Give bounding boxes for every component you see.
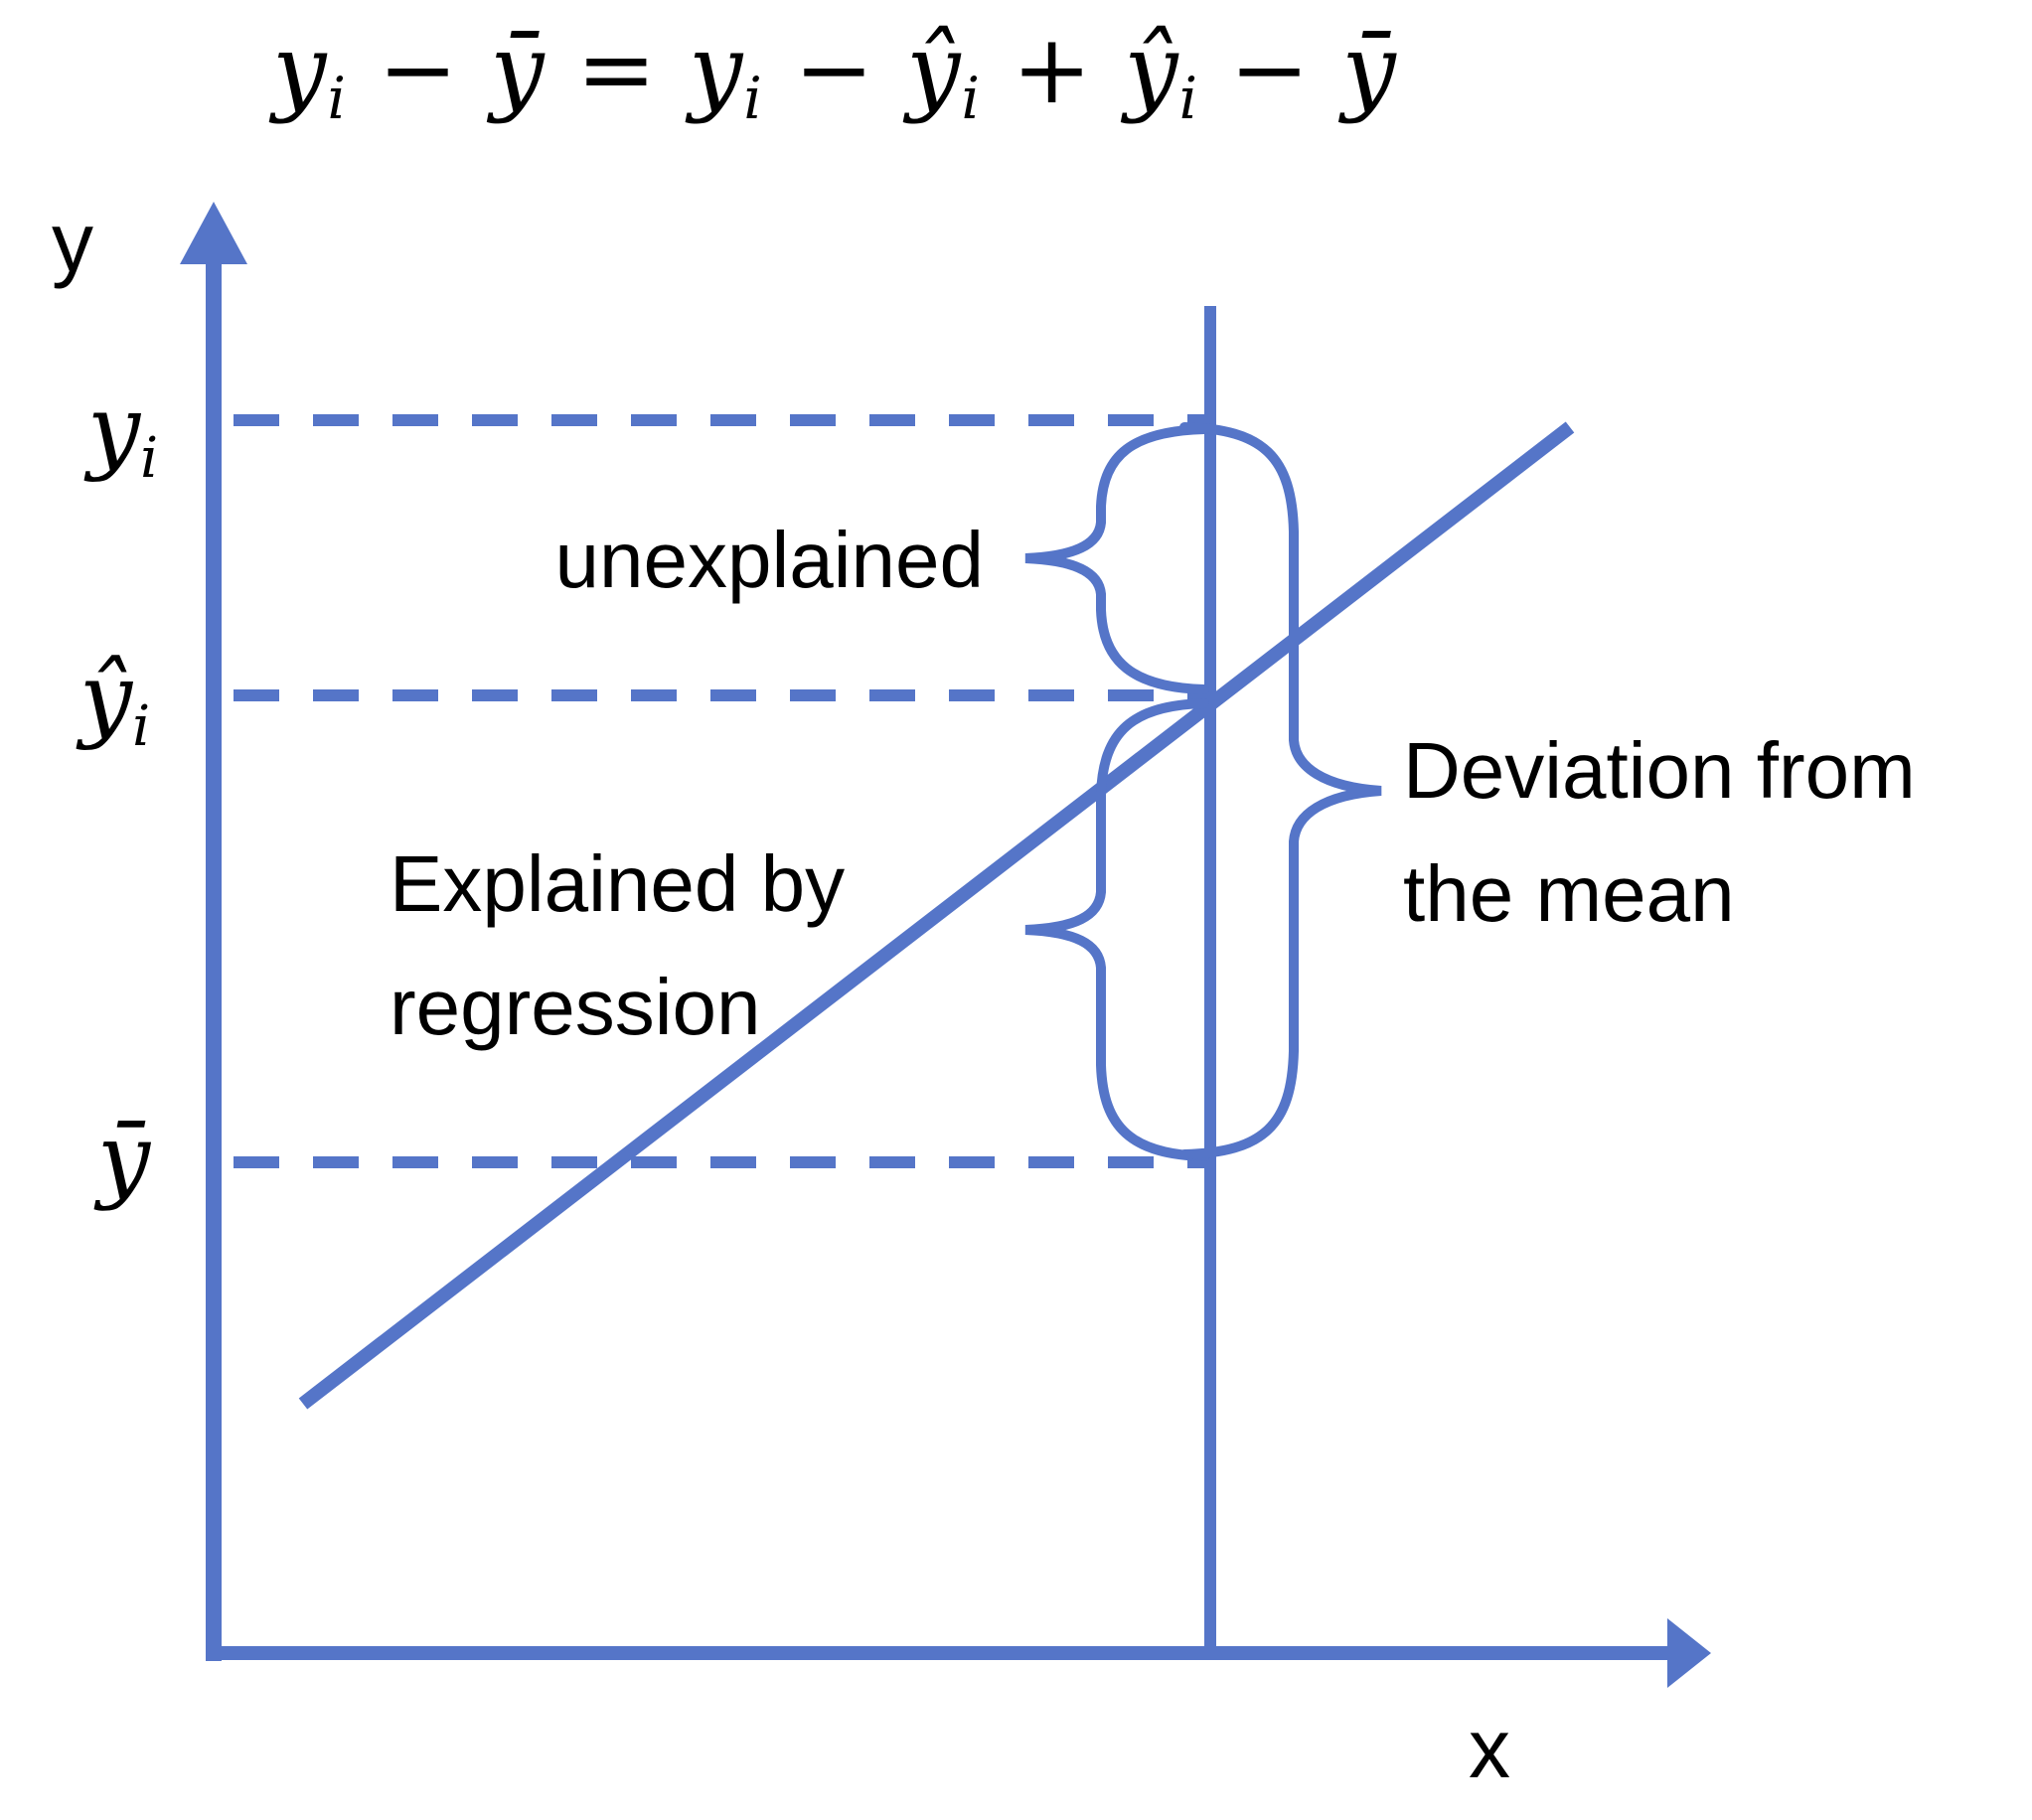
unexplained-brace-icon [1024, 424, 1209, 694]
explained-brace-icon [1024, 698, 1209, 1161]
tick-label-yi: yi [87, 376, 159, 491]
x-axis-title: x [1469, 1702, 1510, 1795]
regression-line [298, 421, 1575, 1410]
x-axis-arrowhead-icon [1667, 1618, 1711, 1688]
y-axis-arrowhead-icon [180, 202, 247, 264]
y-axis-title: y [52, 196, 93, 289]
formula: yi − ȳ = yi − ŷi + ŷi − ȳ [272, 14, 1397, 133]
label-deviation-from-mean: Deviation from the mean [1403, 709, 1916, 956]
label-deviation-line2: the mean [1403, 849, 1735, 938]
tick-label-yhat: ŷi [79, 644, 151, 759]
tick-label-ybar: ȳ [97, 1105, 151, 1213]
label-deviation-line1: Deviation from [1403, 726, 1916, 815]
label-explained-line1: Explained by [390, 839, 846, 928]
label-explained-line2: regression [390, 963, 761, 1051]
label-explained-by-regression: Explained by regression [390, 823, 845, 1069]
deviation-brace-icon [1179, 422, 1382, 1159]
label-unexplained: unexplained [554, 516, 984, 604]
